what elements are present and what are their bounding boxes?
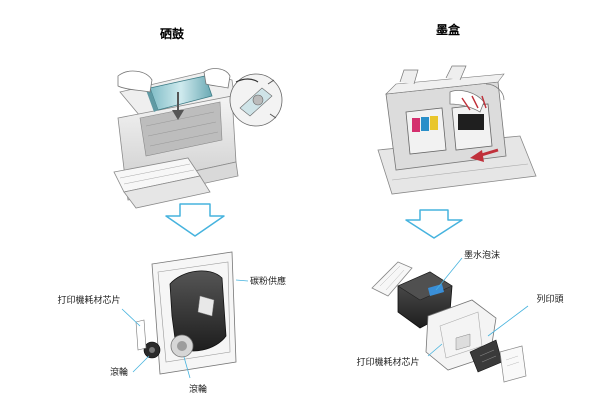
left-panel-title: 硒鼓 bbox=[160, 26, 185, 41]
left-down-arrow-icon bbox=[165, 203, 225, 237]
right-leader-lines bbox=[427, 257, 529, 357]
label-print-head: 列印頭 bbox=[536, 293, 563, 305]
label-chip-left: 打印機耗材芯片 bbox=[57, 294, 120, 306]
label-chip-right: 打印機耗材芯片 bbox=[356, 356, 419, 368]
ink-cartridge-exploded bbox=[371, 261, 527, 383]
laser-printer-illustration bbox=[113, 68, 283, 209]
label-toner-supply: 碳粉供應 bbox=[250, 275, 286, 287]
right-down-arrow-icon bbox=[405, 209, 463, 239]
label-ink-foam: 墨水泡沫 bbox=[464, 249, 500, 261]
toner-cartridge-cutaway bbox=[135, 251, 237, 375]
label-roller-1: 滾輪 bbox=[110, 366, 128, 378]
label-roller-2: 滾輪 bbox=[189, 383, 207, 395]
left-leader-lines bbox=[121, 279, 249, 379]
right-panel-title: 墨盒 bbox=[436, 22, 461, 37]
inkjet-carriage-illustration bbox=[377, 65, 537, 195]
